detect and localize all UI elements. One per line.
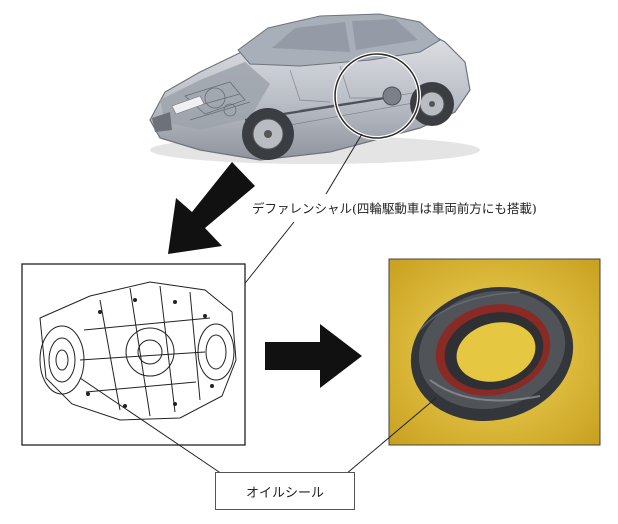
leader-line-diff [237, 221, 295, 293]
leader-line-seal-left [79, 377, 223, 475]
differential-label: デファレンシャル(四輪駆動車は車両前方にも搭載) [252, 201, 537, 216]
arrow-right-icon [265, 324, 362, 388]
leader-line-seal-right [345, 397, 437, 475]
leader-line-car [325, 133, 363, 195]
differential-drawing [21, 263, 246, 446]
car-illustration [149, 13, 480, 164]
oil-seal-label: オイルシール [215, 472, 355, 510]
oil-seal-photo [388, 258, 601, 446]
oil-seal-label-text: オイルシール [245, 485, 324, 501]
arrow-down-left-icon [168, 162, 255, 254]
